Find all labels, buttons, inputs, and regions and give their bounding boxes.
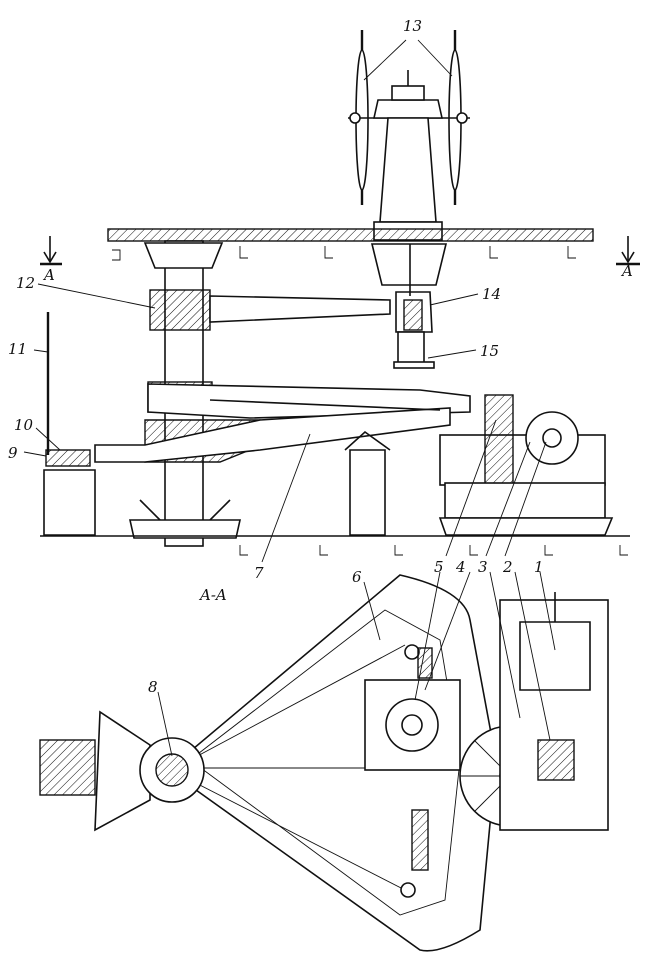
section-letter-left: A — [42, 266, 55, 284]
callout-13: 13 — [403, 17, 422, 35]
callout-3: 3 — [478, 558, 488, 576]
section-letter-right: A — [620, 262, 633, 280]
leader-lines — [23, 39, 556, 757]
drive-unit — [438, 394, 614, 536]
callout-12: 12 — [16, 274, 35, 292]
callout-8: 8 — [148, 678, 158, 696]
section-marker-right — [616, 236, 640, 266]
tiller-arm-upper — [209, 291, 433, 333]
steering-wheels — [348, 30, 470, 205]
callout-labels: 13 12 14 15 11 10 9 7 5 3 2 6 4 1 8 A-A … — [8, 17, 633, 696]
section-title: A-A — [198, 586, 227, 604]
rudder-quadrant — [94, 383, 471, 463]
lower-shaft — [370, 243, 448, 369]
callout-4: 4 — [455, 558, 466, 576]
support-pillar — [344, 430, 391, 536]
steering-pedestal — [373, 70, 443, 241]
deck — [107, 228, 594, 261]
callout-11: 11 — [8, 340, 27, 358]
callout-5: 5 — [434, 558, 444, 576]
section-marker-left — [40, 236, 62, 266]
left-stopper — [43, 312, 96, 536]
spring-buffer-lower — [400, 809, 429, 898]
callout-10: 10 — [14, 416, 34, 434]
callout-6: 6 — [352, 568, 362, 586]
spring-buffer-upper — [404, 644, 433, 679]
plan-section — [39, 574, 609, 952]
elevation-view — [40, 30, 640, 556]
callout-14: 14 — [482, 285, 501, 303]
callout-9: 9 — [8, 444, 18, 462]
callout-1: 1 — [534, 558, 544, 576]
callout-15: 15 — [480, 342, 499, 360]
callout-2: 2 — [502, 558, 513, 576]
callout-7: 7 — [254, 564, 264, 582]
left-coupling — [39, 739, 96, 796]
